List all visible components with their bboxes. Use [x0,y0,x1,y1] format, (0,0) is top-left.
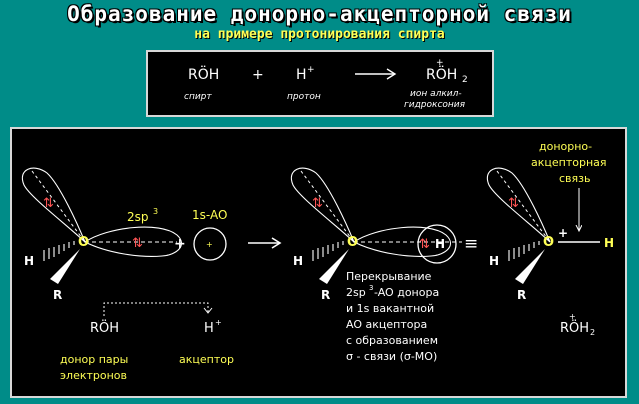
product-subscript: 2 [462,75,468,85]
oxygen-atom: O [78,235,89,250]
svg-text:2: 2 [590,328,595,337]
plus-sign: + [174,236,186,252]
donor-oxygen-orbitals: ⇅ ⇅ 2sp 3 O H R [21,167,182,302]
bond-label-line2: акцепторная [531,156,607,169]
svg-text:с образованием: с образованием [346,334,438,347]
bond-label-line3: связь [559,172,590,185]
hybrid-orbital-label: 2sp [127,210,149,224]
svg-text:2sp: 2sp [346,286,366,299]
radical-3: R [517,288,526,302]
hydrogen-atom-2: H [293,254,303,268]
equivalence-sign: ≡ [464,234,478,254]
electron-pair-upper-2: ⇅ [312,196,323,211]
proton-label: протон [287,92,321,102]
hydrogen-atom-overlap: H [435,237,445,251]
svg-text:-AO донора: -AO донора [374,286,439,299]
radical-1: R [53,288,62,302]
svg-text:Перекрывание: Перекрывание [346,270,432,283]
electron-pair-upper-3: ⇅ [508,196,519,211]
svg-text:3: 3 [369,284,373,292]
orbital-diagram-panel: ⇅ ⇅ 2sp 3 O H R + [10,127,627,398]
proton-formula: H [296,67,307,83]
oxonium-charge: + [558,226,568,240]
radical-2: R [321,288,330,302]
oxygen-atom-3: O [543,235,554,250]
proton-charge: + [307,65,315,75]
page-title: Образование донорно-акцепторной связи [67,2,572,26]
proton-1s-orbital: 1s-AO + [192,208,227,261]
proton-nucleus-plus: + [206,240,213,249]
donor-label-line1: донор пары [60,353,128,366]
electron-pair-upper: ⇅ [43,196,54,211]
hashed-bond-oh [43,241,75,261]
bond-label-line1: донорно- [539,140,592,153]
acceptor-formula: H [204,321,214,336]
shared-electron-pair: ⇅ [419,237,430,252]
lone-pair-orbital-horizontal [83,226,182,257]
page-subtitle: на примере протонирования спирта [194,27,445,42]
donor-acceptor-legend: RÖH H + донор пары электронов акцептор [60,302,234,382]
lone-pair-orbital-upper [21,167,86,243]
donor-formula: RÖH [90,319,119,336]
electron-pair-horizontal: ⇅ [132,236,143,251]
result-formula: RÖH + 2 [560,312,595,337]
transformation-arrow [248,237,282,249]
alcohol-label: спирт [184,92,212,102]
ao-label: 1s-AO [192,208,227,222]
acceptor-label: акцептор [179,353,234,366]
hydrogen-atom-3: H [489,254,499,268]
svg-text:AO акцептора: AO акцептора [346,318,427,331]
acceptor-charge: + [215,318,222,327]
product-formula: RÖH [426,65,457,83]
overlapping-1s-orbital [417,224,457,264]
wedge-bond-or [50,249,80,284]
hydrogen-atom-bonded: H [604,236,614,250]
product-label-line2: гидроксония [404,100,466,110]
alcohol-formula: RÖH [188,65,219,83]
svg-text:RÖH: RÖH [560,319,589,336]
overlap-orbitals: ⇅ ⇅ H O H R [290,167,462,302]
reaction-plus: + [252,67,264,83]
svg-text:σ - связи (σ-MO): σ - связи (σ-MO) [346,350,437,363]
overlap-description: Перекрывание 2sp 3 -AO донора и 1s вакан… [346,270,439,363]
reaction-equation: RÖH спирт + H + протон RÖH + 2 ион алкил… [184,58,468,110]
svg-text:и 1s вакантной: и 1s вакантной [346,302,434,315]
donor-label-line2: электронов [60,369,127,382]
oxygen-atom-2: O [347,235,358,250]
product-charge: + [436,58,444,68]
resulting-structure: ⇅ O + H H R донорно- акцепторная связь [486,140,614,302]
product-label-line1: ион алкил- [410,89,462,99]
svg-text:+: + [569,312,576,321]
hybrid-orbital-sup: 3 [153,207,158,216]
orbital-diagram: ⇅ ⇅ 2sp 3 O H R + [21,140,614,382]
hydrogen-atom-1: H [24,254,34,268]
reaction-equation-box: RÖH спирт + H + протон RÖH + 2 ион алкил… [146,50,494,117]
reaction-arrow [355,68,397,80]
